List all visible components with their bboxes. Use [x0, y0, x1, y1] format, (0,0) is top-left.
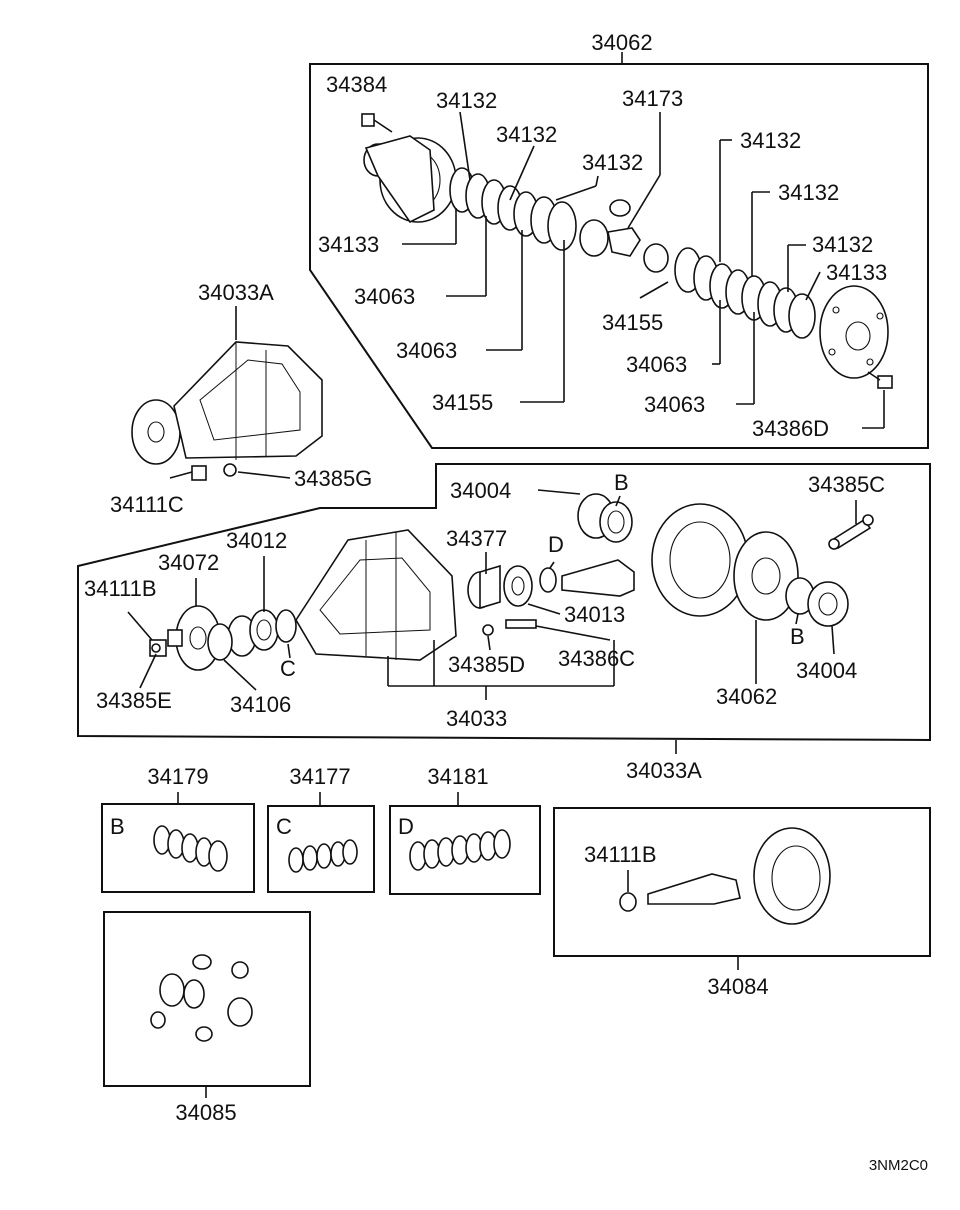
carrier-assembly-34033A	[131, 341, 323, 465]
kit-34181	[389, 792, 541, 895]
label-34179: 34179	[147, 764, 208, 789]
bolt-34384	[361, 113, 393, 133]
label-34111B-b: 34111B	[584, 842, 657, 867]
frame-carrier-exploded	[77, 463, 931, 742]
clutch-pack-left	[449, 167, 577, 251]
bearing-34013	[503, 565, 533, 607]
label-34155-b: 34155	[602, 310, 663, 335]
letter-B-lower: B	[790, 624, 805, 649]
letter-D-box: D	[398, 814, 414, 839]
label-34084: 34084	[707, 974, 768, 999]
kit-34084	[553, 807, 931, 970]
label-34132-d: 34132	[740, 128, 801, 153]
label-34386D: 34386D	[752, 416, 829, 441]
bearing-34004-upper	[577, 493, 633, 543]
ring-gear	[651, 503, 749, 617]
bearing-34012	[227, 609, 279, 657]
label-34063-a: 34063	[354, 284, 415, 309]
kit-34085	[103, 911, 311, 1098]
label-34004-a: 34004	[450, 478, 511, 503]
leader-34111C	[169, 471, 193, 479]
label-34385D: 34385D	[448, 652, 525, 677]
label-34132-a: 34132	[436, 88, 497, 113]
label-34384: 34384	[326, 72, 387, 97]
bolt-34386D	[867, 371, 893, 389]
washer-34385E	[151, 643, 161, 653]
label-34004-b: 34004	[796, 658, 857, 683]
letter-C-box: C	[276, 814, 292, 839]
label-34385C: 34385C	[808, 472, 885, 497]
label-34062-top: 34062	[591, 30, 652, 55]
kit-34179	[101, 792, 255, 893]
diff-case-left-half	[363, 135, 457, 224]
spacer-34377	[467, 564, 501, 610]
label-34033: 34033	[446, 706, 507, 731]
leaders-top-frame	[402, 111, 885, 429]
leaders-middle-frame	[127, 489, 857, 754]
drive-pinion	[561, 559, 635, 597]
carrier-housing-34033	[295, 529, 457, 661]
label-34377: 34377	[446, 526, 507, 551]
label-34033A-top: 34033A	[198, 280, 274, 305]
diagram-code: 3NM2C0	[869, 1157, 928, 1174]
label-34063-c: 34063	[626, 352, 687, 377]
label-34111C: 34111C	[110, 492, 184, 517]
leader-34385G	[237, 471, 291, 479]
label-34132-f: 34132	[812, 232, 873, 257]
label-34063-d: 34063	[644, 392, 705, 417]
label-34385G: 34385G	[294, 466, 372, 491]
label-34106: 34106	[230, 692, 291, 717]
diff-case-right-half	[819, 285, 889, 379]
differential-case-34062	[733, 531, 799, 621]
washer-34385G	[223, 463, 237, 477]
letter-B-upper: B	[614, 470, 629, 495]
washer-34385D	[482, 624, 494, 636]
label-34132-c: 34132	[582, 150, 643, 175]
kit-34177	[267, 792, 375, 893]
bearing-34004-lower	[785, 577, 849, 627]
label-34063-b: 34063	[396, 338, 457, 363]
label-34155-a: 34155	[432, 390, 493, 415]
label-34133-a: 34133	[318, 232, 379, 257]
frame-differential-case-kit	[309, 63, 929, 449]
label-34111B-a: 34111B	[84, 576, 157, 601]
label-34173: 34173	[622, 86, 683, 111]
label-34013: 34013	[564, 602, 625, 627]
companion-flange-34072	[167, 605, 221, 671]
label-34386C: 34386C	[558, 646, 635, 671]
label-34062-mid: 34062	[716, 684, 777, 709]
letter-C-mid: C	[280, 656, 296, 681]
label-34181: 34181	[427, 764, 488, 789]
label-34085: 34085	[175, 1100, 236, 1125]
spacer-C	[275, 609, 297, 643]
shim-D	[539, 567, 557, 593]
label-34133-b: 34133	[826, 260, 887, 285]
bolt-34386C	[505, 619, 537, 629]
pinion-gears-center	[579, 199, 669, 273]
letter-B-box: B	[110, 814, 125, 839]
label-34177: 34177	[289, 764, 350, 789]
letter-D-mid: D	[548, 532, 564, 557]
label-34012: 34012	[226, 528, 287, 553]
label-34072: 34072	[158, 550, 219, 575]
label-34132-b: 34132	[496, 122, 557, 147]
lock-plate-34385C	[828, 514, 874, 550]
label-34132-e: 34132	[778, 180, 839, 205]
label-34033A-mid: 34033A	[626, 758, 702, 783]
clutch-pack-right	[674, 247, 816, 339]
label-34385E: 34385E	[96, 688, 172, 713]
oil-seal-34106	[207, 623, 233, 661]
nut-34111C	[191, 465, 207, 481]
